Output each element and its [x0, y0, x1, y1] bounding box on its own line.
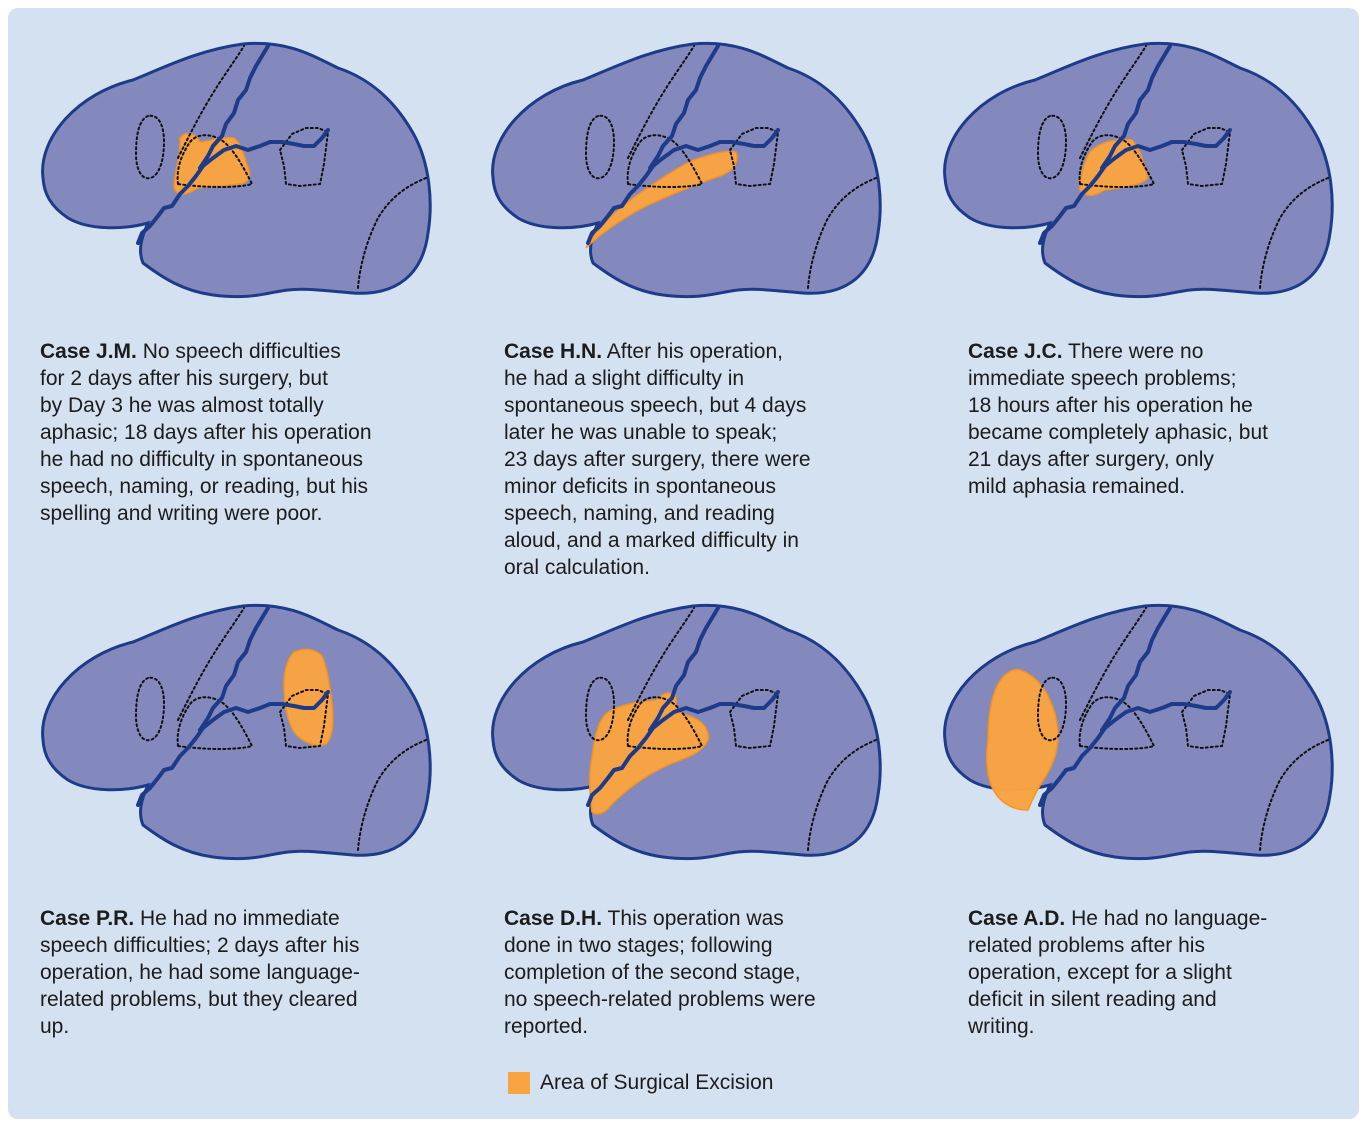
caption-line: spelling and writing were poor.: [40, 500, 372, 527]
caption-line: 23 days after surgery, there were: [504, 446, 811, 473]
caption-line: speech, naming, and reading: [504, 500, 811, 527]
legend-swatch: [508, 1072, 530, 1094]
case-caption-hn: Case H.N. After his operation,he had a s…: [504, 338, 811, 581]
caption-line: speech, naming, or reading, but his: [40, 473, 372, 500]
caption-line: up.: [40, 1013, 360, 1040]
caption-line: immediate speech problems;: [968, 365, 1268, 392]
caption-line: spontaneous speech, but 4 days: [504, 392, 811, 419]
caption-line: minor deficits in spontaneous: [504, 473, 811, 500]
case-label: Case J.C.: [968, 340, 1063, 363]
caption-line: done in two stages; following: [504, 932, 816, 959]
caption-line: related problems, but they cleared: [40, 986, 360, 1013]
caption-line: for 2 days after his surgery, but: [40, 365, 372, 392]
case-label: Case D.H.: [504, 907, 602, 930]
caption-line: reported.: [504, 1013, 816, 1040]
caption-line: completion of the second stage,: [504, 959, 816, 986]
caption-line: operation, he had some language-: [40, 959, 360, 986]
caption-line: Case P.R. He had no immediate: [40, 905, 360, 932]
caption-line: related problems after his: [968, 932, 1267, 959]
caption-line: mild aphasia remained.: [968, 473, 1268, 500]
caption-line: Case H.N. After his operation,: [504, 338, 811, 365]
caption-line: later he was unable to speak;: [504, 419, 811, 446]
caption-line: oral calculation.: [504, 554, 811, 581]
brain-outline: [43, 605, 431, 858]
caption-line: 18 hours after his operation he: [968, 392, 1268, 419]
caption-line: Case D.H. This operation was: [504, 905, 816, 932]
caption-line: writing.: [968, 1013, 1267, 1040]
case-label: Case H.N.: [504, 340, 602, 363]
caption-line: aloud, and a marked difficulty in: [504, 527, 811, 554]
caption-line: operation, except for a slight: [968, 959, 1267, 986]
caption-line: no speech-related problems were: [504, 986, 816, 1013]
caption-line: Case A.D. He had no language-: [968, 905, 1267, 932]
case-label: Case P.R.: [40, 907, 134, 930]
caption-line: deficit in silent reading and: [968, 986, 1267, 1013]
caption-line: Case J.M. No speech difficulties: [40, 338, 372, 365]
caption-line: speech difficulties; 2 days after his: [40, 932, 360, 959]
caption-line: became completely aphasic, but: [968, 419, 1268, 446]
caption-line: Case J.C. There were no: [968, 338, 1268, 365]
caption-line: he had no difficulty in spontaneous: [40, 446, 372, 473]
legend-label: Area of Surgical Excision: [540, 1069, 773, 1097]
case-label: Case J.M.: [40, 340, 137, 363]
caption-line: by Day 3 he was almost totally: [40, 392, 372, 419]
caption-line: he had a slight difficulty in: [504, 365, 811, 392]
caption-line: aphasic; 18 days after his operation: [40, 419, 372, 446]
case-label: Case A.D.: [968, 907, 1065, 930]
caption-line: 21 days after surgery, only: [968, 446, 1268, 473]
case-caption-ad: Case A.D. He had no language-related pro…: [968, 905, 1267, 1040]
